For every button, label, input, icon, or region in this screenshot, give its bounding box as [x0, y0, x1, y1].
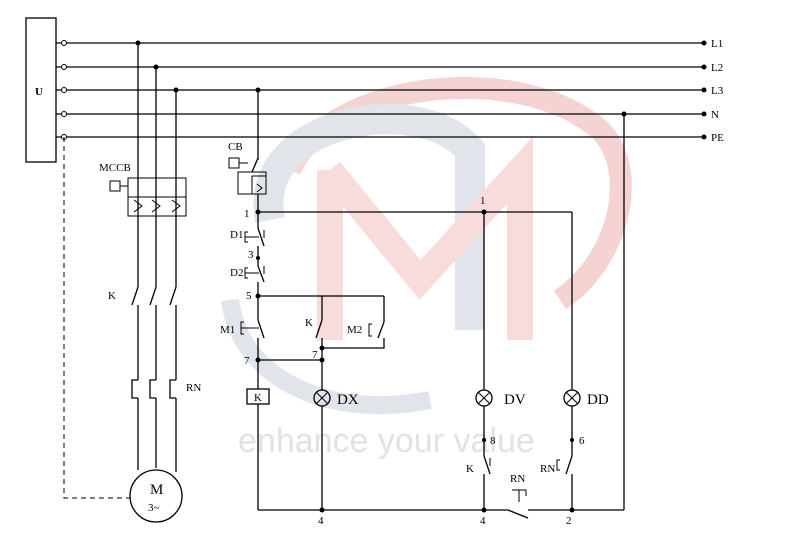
rn-aux-label: RN — [540, 463, 555, 475]
motor-label: M — [150, 482, 163, 498]
d2-label: D2 — [230, 267, 243, 279]
m1-start-button — [240, 296, 265, 360]
k-aux-contact — [483, 455, 491, 510]
node-7a: 7 — [244, 355, 250, 367]
coil-k-label: K — [254, 392, 262, 404]
node-3: 3 — [248, 249, 254, 261]
overload-relay-rn — [131, 379, 177, 472]
d1-label: D1 — [230, 229, 243, 241]
motor-symbol — [129, 469, 183, 523]
source-label: U — [35, 86, 43, 98]
d1-stop-button — [244, 212, 265, 258]
node-2: 2 — [566, 515, 572, 527]
node-1b: 1 — [480, 195, 486, 207]
bus-lines — [56, 40, 707, 140]
line-label-n: N — [711, 109, 719, 121]
rn-aux-contact — [556, 455, 573, 510]
rn-nc-contact — [507, 489, 529, 519]
m2-label: M2 — [347, 324, 362, 336]
motor-sub-label: 3~ — [148, 502, 160, 514]
dd-lamp-icon — [563, 389, 581, 407]
pe-ground-wire — [63, 137, 130, 499]
line-label-l2: L2 — [711, 62, 723, 74]
node-5: 5 — [246, 290, 252, 302]
node-4b: 4 — [480, 515, 486, 527]
node-1: 1 — [244, 208, 250, 220]
k-aux-label: K — [466, 463, 474, 475]
node-4a: 4 — [318, 515, 324, 527]
line-label-l3: L3 — [711, 85, 724, 97]
watermark: enhance your value — [221, 76, 632, 460]
dv-lamp-icon — [475, 389, 493, 407]
power-circuit: MCCB K RN M 3~ — [63, 40, 201, 523]
contactor-k-main — [131, 286, 177, 380]
cb-breaker — [228, 157, 267, 212]
node-8: 8 — [490, 435, 496, 447]
mccb-breaker — [109, 172, 187, 217]
d2-stop-button — [244, 258, 265, 296]
control-circuit: CB 1 D1 3 D2 5 — [220, 87, 627, 527]
m2-start-button — [322, 296, 385, 349]
node-6: 6 — [579, 435, 585, 447]
line-label-pe: PE — [711, 132, 724, 144]
mccb-label: MCCB — [99, 162, 131, 174]
m1-label: M1 — [220, 324, 235, 336]
dx-label: DX — [337, 392, 359, 408]
contactor-k-label: K — [108, 290, 116, 302]
dx-lamp-icon — [313, 389, 331, 407]
rn-nc-label: RN — [510, 473, 525, 485]
dd-label: DD — [587, 392, 609, 408]
node-7b: 7 — [312, 349, 318, 361]
line-label-l1: L1 — [711, 38, 723, 50]
cb-label: CB — [228, 141, 243, 153]
dv-label: DV — [504, 392, 526, 408]
k-contact-label: K — [305, 317, 313, 329]
overload-rn-label: RN — [186, 382, 201, 394]
